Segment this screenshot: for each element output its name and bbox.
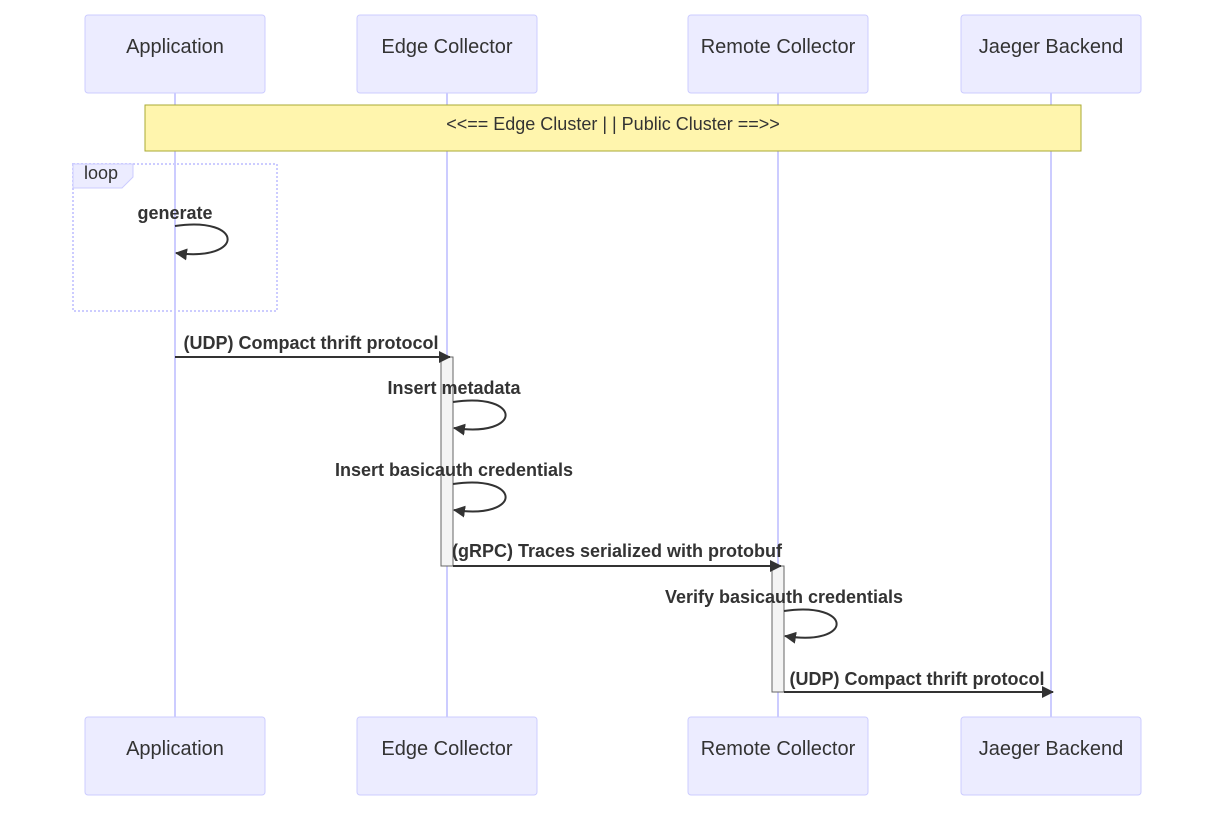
message-label: generate (137, 203, 212, 223)
actor-label: Jaeger Backend (979, 738, 1124, 760)
message-label: Insert metadata (387, 378, 521, 398)
message-label: (UDP) Compact thrift protocol (790, 669, 1045, 689)
message-label: (gRPC) Traces serialized with protobuf (452, 541, 783, 561)
message-insert-metadata: Insert metadata (387, 378, 522, 436)
note-text: <<== Edge Cluster | | Public Cluster ==>… (446, 114, 780, 134)
message-udp-to-edge: (UDP) Compact thrift protocol (175, 333, 451, 363)
message-label: (UDP) Compact thrift protocol (184, 333, 439, 353)
actor-bottom-application[interactable]: Application (84, 716, 266, 796)
message-udp-to-jaeger: (UDP) Compact thrift protocol (784, 669, 1054, 698)
actor-top-edge-collector[interactable]: Edge Collector (356, 14, 538, 94)
actor-label: Jaeger Backend (979, 36, 1124, 58)
actor-label: Edge Collector (381, 738, 513, 760)
message-verify-credentials: Verify basicauth credentials (665, 587, 903, 644)
actor-top-application[interactable]: Application (84, 14, 266, 94)
message-insert-credentials: Insert basicauth credentials (335, 460, 573, 518)
message-label: Verify basicauth credentials (665, 587, 903, 607)
loop-label: loop (84, 163, 118, 183)
actor-top-jaeger-backend[interactable]: Jaeger Backend (960, 14, 1142, 94)
actor-label: Remote Collector (701, 36, 856, 58)
actor-bottom-edge-collector[interactable]: Edge Collector (356, 716, 538, 796)
actor-top-remote-collector[interactable]: Remote Collector (687, 14, 869, 94)
actor-label: Application (126, 738, 224, 760)
actor-label: Remote Collector (701, 738, 856, 760)
cluster-note: <<== Edge Cluster | | Public Cluster ==>… (144, 104, 1082, 152)
actor-label: Edge Collector (381, 36, 513, 58)
loop-frame: loop (72, 163, 278, 312)
activation-remote-collector (771, 565, 785, 693)
message-generate: generate (137, 203, 229, 261)
message-label: Insert basicauth credentials (335, 460, 573, 480)
actor-bottom-jaeger-backend[interactable]: Jaeger Backend (960, 716, 1142, 796)
message-grpc-to-remote: (gRPC) Traces serialized with protobuf (452, 541, 783, 572)
actor-bottom-remote-collector[interactable]: Remote Collector (687, 716, 869, 796)
actor-label: Application (126, 36, 224, 58)
